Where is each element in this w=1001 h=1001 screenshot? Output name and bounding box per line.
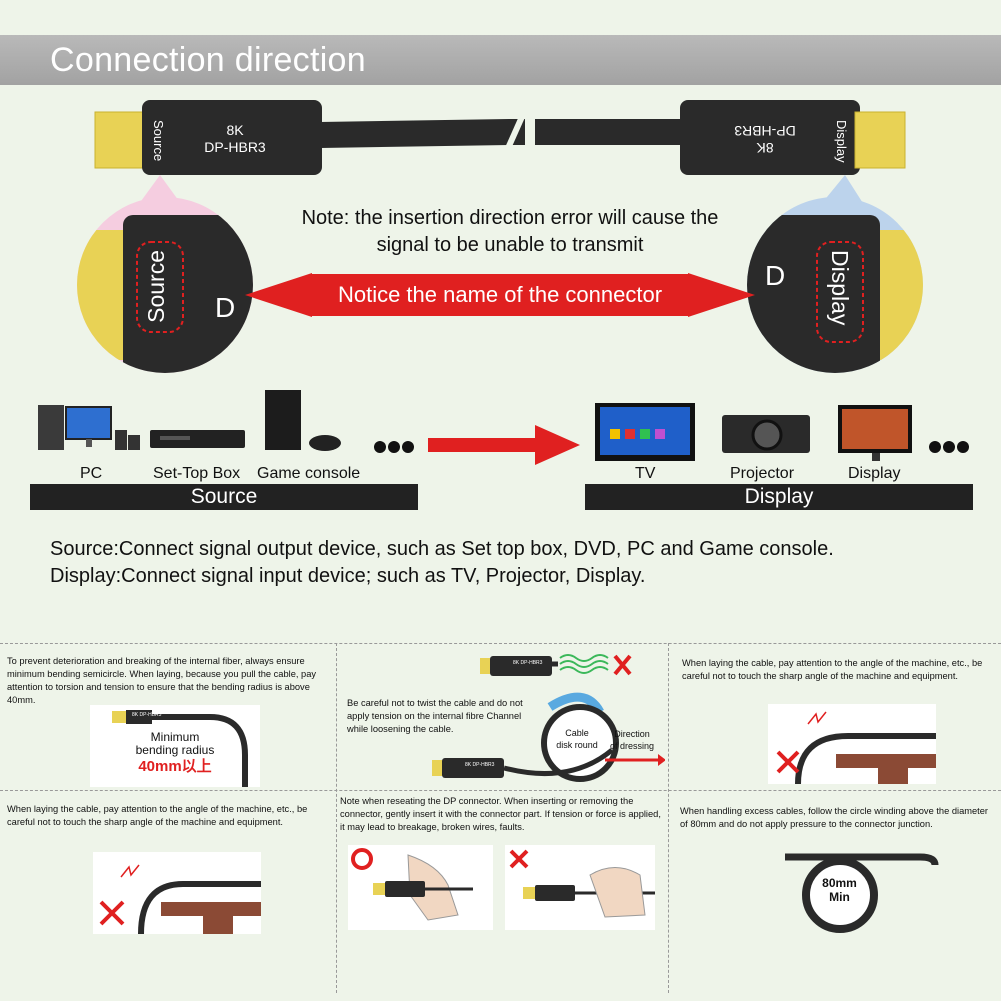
game-console-icon — [265, 390, 341, 451]
angle-top-drawing — [768, 704, 936, 784]
direction-line1: Direction — [614, 729, 650, 739]
right-highlight — [816, 241, 864, 343]
left-highlight — [136, 241, 184, 333]
right-text-line2: DP-HBR3 — [734, 123, 796, 139]
tip-twist-text: Be careful not to twist the cable and do… — [347, 698, 523, 734]
pc-icon — [38, 405, 140, 450]
disk-label: Cable disk round — [548, 727, 606, 751]
right-connector-body — [680, 100, 860, 175]
tip-bend-text: To prevent deterioration and breaking of… — [7, 656, 317, 705]
zoom-right-label: Display — [827, 250, 853, 326]
twist-cable-label-2: 8K DP-HBR3 — [465, 762, 495, 768]
left-connector-body — [142, 100, 322, 175]
bend-cable-drawing — [112, 710, 248, 787]
left-text-line2: DP-HBR3 — [204, 139, 266, 155]
reseat-wrong-drawing — [505, 845, 655, 930]
angle-top-x-icon — [776, 750, 800, 774]
note-line2: signal to be unable to transmit — [376, 234, 644, 256]
device-label-projector: Projector — [730, 465, 795, 482]
cable-break-mark — [502, 108, 528, 157]
bend-label-value: 40mm以上 — [138, 758, 212, 775]
disk-label-line2: disk round — [556, 740, 598, 750]
right-arrowhead — [688, 273, 755, 317]
twist-blue-arrow — [547, 692, 604, 715]
excess-circle-value: 80mm — [822, 876, 857, 890]
grid-line-top — [0, 643, 1001, 644]
bend-cable-label: 8K DP-HBR3 — [132, 712, 162, 718]
excess-circle-label: 80mm Min — [812, 876, 867, 904]
correct-circle-icon — [351, 848, 373, 870]
note-text: Note: the insertion direction error will… — [260, 205, 760, 259]
excess-drawing — [785, 853, 939, 933]
left-arrowhead — [245, 273, 312, 317]
winding-circle — [802, 857, 878, 933]
device-label-set-top-box: Set-Top Box — [153, 465, 241, 482]
right-text-line1: 8K — [756, 140, 774, 156]
bend-label-line2: bending radius — [135, 743, 215, 757]
zoom-right-letter: D — [765, 260, 786, 291]
more-dots-right-icon — [929, 441, 969, 453]
set-top-box-icon — [150, 430, 245, 448]
tip-reseat-text: Note when reseating the DP connector. Wh… — [340, 796, 661, 832]
grid-line-left — [336, 643, 337, 993]
description-display: Display:Connect signal input device; suc… — [50, 565, 646, 587]
projector-icon — [722, 415, 810, 453]
tip-angle-bottom-text: When laying the cable, pay attention to … — [7, 804, 308, 827]
grid-line-right — [668, 643, 669, 993]
bend-label-line1: Minimum — [150, 730, 200, 744]
right-side-label: Display — [834, 120, 849, 163]
device-label-game-console: Game console — [257, 465, 361, 482]
twist-x-icon — [613, 654, 632, 676]
tip-bend-picture: 8K DP-HBR3 Minimum bending radius 40mm以上 — [90, 705, 260, 787]
left-text-line1: 8K — [226, 122, 244, 138]
device-label-pc: PC — [80, 465, 103, 482]
right-connector-text: 8K DP-HBR3 — [720, 122, 810, 156]
page-title: Connection direction — [50, 41, 366, 79]
connector-name-banner: Notice the name of the connector — [310, 274, 690, 316]
tv-icon — [595, 403, 695, 461]
zoom-left-label: Source — [143, 250, 169, 323]
devices-illustration — [38, 390, 969, 465]
twist-drawing — [432, 654, 665, 782]
grid-line-middle — [0, 790, 1001, 791]
cable-diagram — [77, 100, 923, 373]
direction-arrow-icon — [428, 425, 580, 465]
direction-label: Direction of dressing — [610, 728, 654, 752]
tip-excess-text: When handling excess cables, follow the … — [680, 806, 989, 829]
description-source: Source:Connect signal output device, suc… — [50, 538, 834, 560]
title-bar: Connection direction — [0, 35, 1001, 85]
disk-label-line1: Cable — [565, 728, 589, 738]
note-line1: Note: the insertion direction error will… — [301, 207, 719, 229]
angle-bottom-x-icon — [99, 900, 125, 926]
zoom-left-letter: D — [215, 292, 236, 323]
left-connector-text: 8K DP-HBR3 — [190, 122, 280, 156]
display-icon — [838, 405, 912, 461]
twist-cable-label-1: 8K DP-HBR3 — [513, 660, 543, 666]
angle-bottom-drawing — [93, 852, 261, 934]
right-plug-metal — [854, 111, 906, 169]
left-side-label: Source — [151, 120, 166, 162]
cable-left-segment — [319, 119, 525, 148]
more-dots-left-icon — [374, 441, 414, 453]
description: Source:Connect signal output device, suc… — [50, 536, 834, 590]
display-bar: Display — [585, 484, 973, 510]
bend-label: Minimum bending radius 40mm以上 — [90, 730, 260, 775]
reseat-correct-drawing — [348, 845, 493, 930]
source-bar: Source — [30, 484, 418, 510]
left-plug-metal — [94, 111, 151, 169]
device-label-tv: TV — [635, 465, 656, 482]
device-label-display: Display — [848, 465, 901, 482]
tip-angle-top-text: When laying the cable, pay attention to … — [682, 658, 983, 681]
wrong-x-icon — [509, 849, 529, 869]
excess-circle-min: Min — [829, 890, 850, 904]
direction-line2: of dressing — [610, 741, 655, 751]
